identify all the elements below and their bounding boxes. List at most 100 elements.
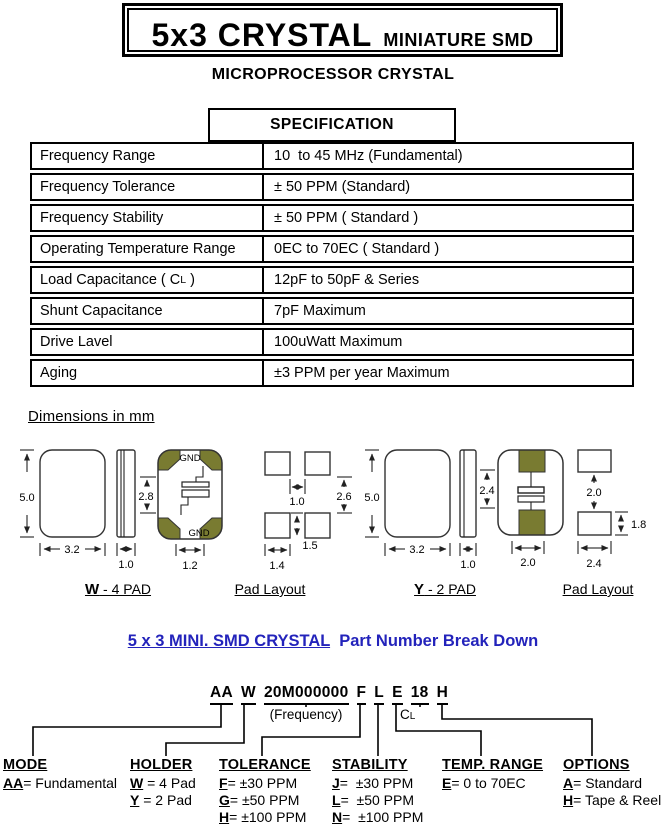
row-value: 7pF Maximum	[274, 303, 366, 319]
caption-pad-layout: Pad Layout	[234, 581, 306, 597]
legend-temp-range: TEMP. RANGE E= 0 to 70EC	[442, 757, 544, 791]
y-width-dimension: 3.2	[384, 543, 451, 556]
row-label-text: Load Capacitance ( C	[40, 272, 181, 288]
dim-label: 3.2	[64, 544, 79, 556]
row-label: Frequency Stability	[32, 206, 264, 230]
legend-entry: H= ±100 PPM	[219, 809, 307, 825]
legend-entry: J= ±30 PPM	[332, 775, 414, 791]
dim-label: 1.0	[118, 559, 133, 571]
spec-table: Frequency Range 10 to 45 MHz (Fundamenta…	[30, 142, 634, 390]
row-value: ±3 PPM per year Maximum	[274, 365, 450, 381]
legend-entry: L= ±50 PPM	[332, 792, 415, 808]
dim-label: 2.0	[520, 557, 535, 569]
caption-w-4pad: W - 4 PAD	[84, 581, 152, 598]
y-pad-width-dimension: 2.0	[511, 541, 545, 569]
table-row: Shunt Capacitance 7pF Maximum	[30, 297, 634, 325]
legend-entry: AA= Fundamental	[3, 775, 118, 791]
row-label-text: )	[186, 272, 195, 288]
y-thickness-dimension: 1.0	[459, 543, 477, 571]
title-box: 5x3 CRYSTAL MINIATURE SMD	[122, 3, 563, 57]
corner-pad	[158, 450, 181, 471]
table-row: Drive Lavel 100uWatt Maximum	[30, 328, 634, 356]
legend-holder: HOLDER W = 4 Pad Y = 2 Pad	[130, 757, 196, 808]
row-label: Frequency Range	[32, 144, 264, 168]
dim-label: 3.2	[409, 544, 424, 556]
gnd-label: GND	[188, 528, 209, 539]
crystal-symbol	[517, 472, 545, 510]
segment-stability: L	[374, 684, 385, 705]
legend-entry: Y = 2 Pad	[130, 792, 192, 808]
dim-label: 2.0	[586, 487, 601, 499]
w-package-top-view	[39, 449, 136, 538]
legend-entry: N= ±100 PPM	[332, 809, 424, 825]
pad-width-dimension: 1.4	[264, 544, 291, 572]
y-package-top-view	[384, 449, 477, 538]
legend-stability: STABILITY J= ±30 PPM L= ±50 PPM N= ±100 …	[332, 757, 424, 825]
cl-label: CL	[400, 707, 416, 722]
pad-width-dimension: 2.4	[577, 541, 612, 570]
row-value: ± 50 PPM (Standard)	[274, 179, 411, 195]
caption-y-2pad: Y - 2 PAD	[414, 581, 476, 598]
spec-table-header: SPECIFICATION	[208, 108, 456, 142]
frequency-label: (Frequency)	[269, 707, 343, 722]
w-pad-bottom-view: GND GND	[157, 449, 223, 540]
legend-entry: A= Standard	[563, 775, 643, 791]
legend-entry: G= ±50 PPM	[219, 792, 300, 808]
segment-tolerance: F	[356, 684, 367, 705]
caption-pad-layout: Pad Layout	[562, 581, 634, 597]
row-label: Shunt Capacitance	[32, 299, 264, 323]
dimension-diagrams: 5.0 3.2 1.0 GND GND	[19, 449, 646, 572]
corner-pad	[158, 517, 181, 539]
w-pad-layout: 1.0 2.6 1.5 1.4	[264, 451, 352, 572]
row-label: Frequency Tolerance	[32, 175, 264, 199]
legend-entry: W = 4 Pad	[130, 775, 196, 791]
dim-label: 2.8	[138, 491, 153, 503]
w-pad-span-dimension: 2.8	[138, 476, 156, 514]
legend-entry: F= ±30 PPM	[219, 775, 298, 791]
legend-mode: MODE AA= Fundamental	[3, 757, 118, 791]
connector-lines	[32, 703, 593, 756]
segment-holder: W	[241, 684, 256, 705]
subtitle: MICROPROCESSOR CRYSTAL	[211, 66, 455, 83]
dim-label: 1.4	[269, 560, 284, 572]
row-label: Aging	[32, 361, 264, 385]
dim-label: 2.4	[479, 485, 494, 497]
y-pad-layout: 2.0 1.8 2.4	[577, 449, 646, 570]
top-pad	[518, 450, 546, 473]
row-label: Drive Lavel	[32, 330, 264, 354]
y-height-dimension: 5.0	[364, 449, 380, 538]
dimensions-heading: Dimensions in mm	[28, 408, 155, 425]
pad-height-dimension: 1.5	[291, 512, 318, 552]
row-label: Operating Temperature Range	[32, 237, 264, 261]
dim-label: 5.0	[19, 492, 34, 504]
page-title: 5x3 CRYSTAL	[151, 17, 373, 53]
segment-temp-range: E	[392, 684, 403, 705]
y-pad-span-dimension: 2.4	[479, 469, 495, 509]
crystal-symbol	[180, 466, 210, 515]
row-value: 12pF to 50pF & Series	[274, 272, 420, 288]
dim-label: 1.0	[289, 496, 304, 508]
dim-label: 1.0	[460, 559, 475, 571]
table-row: Operating Temperature Range 0EC to 70EC …	[30, 235, 634, 263]
vertical-span-dimension: 2.6	[336, 476, 352, 514]
cl-subscript: L	[180, 274, 187, 286]
row-value: 0EC to 70EC ( Standard )	[274, 241, 440, 257]
bottom-pad	[518, 509, 546, 535]
dim-label: 1.8	[631, 519, 646, 531]
row-value: ± 50 PPM ( Standard )	[274, 210, 419, 226]
dim-label: 1.5	[302, 540, 317, 552]
dim-label: 2.6	[336, 491, 351, 503]
breakdown-heading: 5 x 3 MINI. SMD CRYSTAL Part Number Brea…	[127, 632, 539, 650]
y-pad-bottom-view	[497, 449, 564, 536]
corner-pad	[199, 450, 222, 471]
legend-tolerance: TOLERANCE F= ±30 PPM G= ±50 PPM H= ±100 …	[219, 757, 311, 825]
w-width-dimension: 3.2	[39, 543, 106, 556]
page-title-suffix: MINIATURE SMD	[383, 30, 534, 50]
dim-label: 2.4	[586, 558, 601, 570]
w-height-dimension: 5.0	[19, 449, 35, 538]
dim-label: 1.2	[182, 560, 197, 572]
row-value: 100uWatt Maximum	[274, 334, 403, 350]
w-pad-width-dimension: 1.2	[175, 544, 205, 572]
